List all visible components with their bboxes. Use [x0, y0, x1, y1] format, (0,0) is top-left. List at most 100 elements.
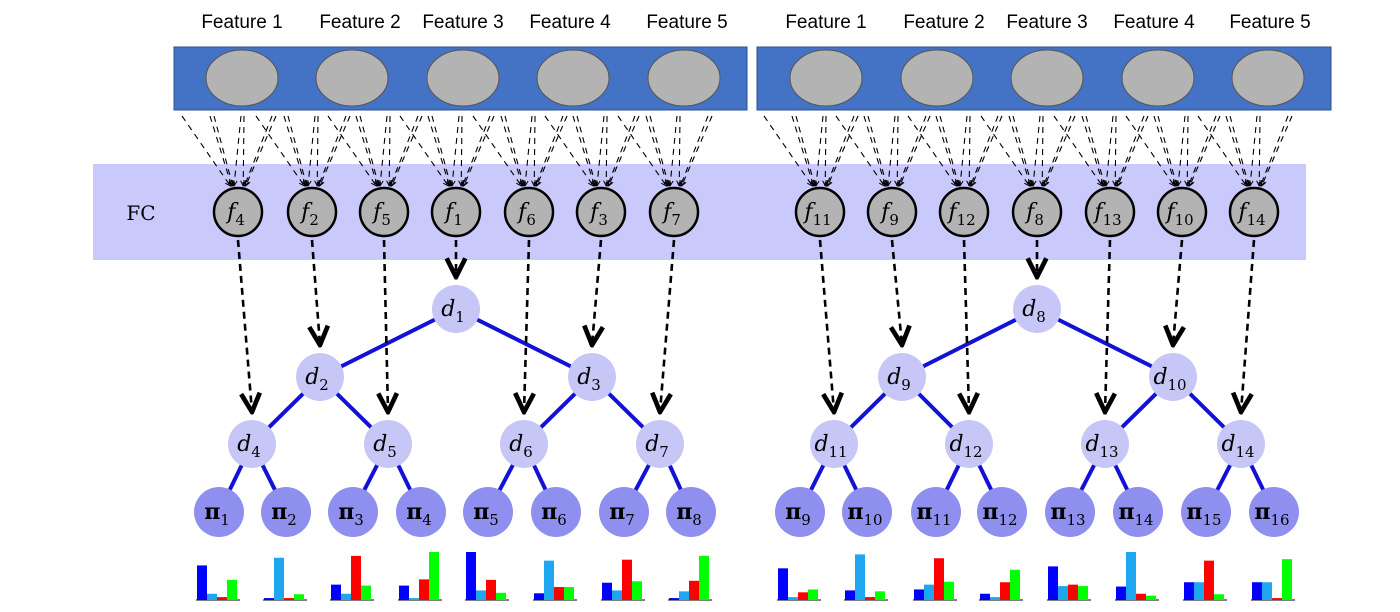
histogram-bar [612, 590, 622, 600]
decision-node-label-subscript: 5 [387, 443, 397, 461]
leaf-node [1249, 487, 1299, 537]
decision-node-label-base: d [949, 432, 963, 457]
decision-node-label-subscript: 14 [1236, 443, 1255, 461]
leaf-node-label-subscript: 4 [422, 511, 432, 529]
histogram-bar [679, 591, 689, 600]
leaf-distribution-histogram [979, 569, 1023, 601]
histogram-bar [331, 584, 341, 600]
leaf-node-label-subscript: 14 [1135, 511, 1154, 529]
leaf-node-label-subscript: 12 [999, 511, 1018, 529]
histogram-bar [1272, 598, 1282, 600]
decision-node [636, 420, 684, 468]
decision-node-label-subscript: 11 [829, 443, 848, 461]
feature-to-fc-edge [380, 115, 388, 186]
feature-to-fc-edge [320, 115, 351, 186]
histogram-bar [227, 579, 237, 600]
leaf-node-label: π16 [1254, 499, 1289, 529]
leaf-node-label-base: π [609, 499, 625, 525]
fc-to-decision-arrow [892, 239, 902, 345]
leaf-node-label-base: π [1118, 499, 1134, 525]
histogram-bar [622, 559, 632, 600]
feature-to-fc-edge [607, 115, 636, 186]
leaf-node-label-subscript: 16 [1271, 511, 1290, 529]
feature-to-fc-edge [255, 115, 304, 186]
feature-to-fc-edge [525, 115, 533, 186]
feature-to-fc-edge [464, 115, 495, 186]
histogram-bar [534, 593, 544, 600]
decision-node-label: d8 [1022, 297, 1046, 326]
feature-label-2: Feature 2 [319, 12, 400, 33]
leaf-node-label: π6 [541, 499, 567, 529]
feature-to-fc-edge [1259, 115, 1260, 186]
leaf-node-label: π15 [1186, 499, 1221, 529]
feature-to-fc-edge [900, 115, 931, 186]
leaf-node-label: π1 [204, 499, 230, 529]
feature-to-fc-edge [795, 115, 815, 186]
feature-to-fc-edge [234, 115, 242, 186]
feature-to-fc-edge [1045, 115, 1076, 186]
feature-to-fc-edge [1033, 115, 1041, 186]
fc-node-label-subscript: 11 [813, 211, 832, 229]
histogram-bar [1116, 586, 1126, 600]
feature-to-fc-edge [308, 115, 316, 186]
fc-to-decision-arrow [312, 239, 320, 345]
feature-to-fc-edge [939, 115, 959, 186]
histogram-bar [1136, 593, 1146, 600]
leaf-node-label-base: π [982, 499, 998, 525]
histogram-bar [496, 592, 506, 600]
histogram-bar [564, 587, 574, 600]
fc-node-label-subscript: 14 [1247, 211, 1266, 229]
decision-node [810, 420, 858, 468]
decision-node [432, 285, 480, 333]
histogram-bar [699, 555, 709, 600]
decision-node [1081, 420, 1129, 468]
histogram-bar [1068, 584, 1078, 600]
feature-to-fc-edge [390, 115, 419, 186]
feature-to-fc-edge [1190, 115, 1221, 186]
leaf-node [396, 487, 446, 537]
histogram-bar [1048, 566, 1058, 600]
feature-to-fc-edge [863, 115, 886, 186]
histogram-bar [1214, 594, 1224, 600]
leaf-node-label: π9 [785, 499, 811, 529]
feature-node-3 [1010, 49, 1084, 107]
leaf-node-label: π7 [609, 499, 635, 529]
feature-to-fc-edge [649, 115, 669, 186]
histogram-bar [944, 581, 954, 600]
decision-node-label-subscript: 6 [523, 443, 533, 461]
decision-node-label: d11 [814, 432, 847, 461]
feature-to-fc-edge [431, 115, 451, 186]
histogram-bar [1126, 552, 1136, 600]
feature-to-fc-edge [1229, 115, 1249, 186]
leaf-node-label-base: π [916, 499, 932, 525]
fc-to-decision-arrow [1241, 239, 1256, 412]
leaf-node [1045, 487, 1095, 537]
feature-to-fc-edge [1197, 115, 1246, 186]
feature-to-fc-edge [213, 115, 233, 186]
feature-to-fc-edge [427, 115, 450, 186]
histogram-bar [264, 598, 274, 600]
feature-to-fc-edge [500, 115, 523, 186]
feature-to-fc-edge [609, 115, 640, 186]
leaf-node-label: π12 [982, 499, 1017, 529]
feature-to-fc-edge [359, 115, 379, 186]
feature-to-fc-edge [825, 115, 826, 186]
leaf-node-label-base: π [1186, 499, 1202, 525]
feature-label-2: Feature 2 [903, 12, 984, 33]
feature-to-fc-edge [1106, 115, 1114, 186]
fc-label: FC [126, 201, 155, 225]
leaf-distribution-histogram [1251, 559, 1295, 601]
feature-to-fc-edge [283, 115, 306, 186]
leaf-node-label-subscript: 8 [692, 511, 702, 529]
feature-label-1: Feature 1 [201, 12, 282, 33]
feature-to-fc-edge [327, 115, 376, 186]
feature-to-fc-edge [980, 115, 1029, 186]
feature-node-5 [647, 49, 721, 107]
histogram-bar [486, 579, 496, 600]
decision-node-label-subscript: 1 [455, 308, 465, 326]
leaf-node [463, 487, 513, 537]
histogram-bar [855, 554, 865, 600]
feature-to-fc-edge [1085, 115, 1105, 186]
histogram-bar [207, 593, 217, 600]
